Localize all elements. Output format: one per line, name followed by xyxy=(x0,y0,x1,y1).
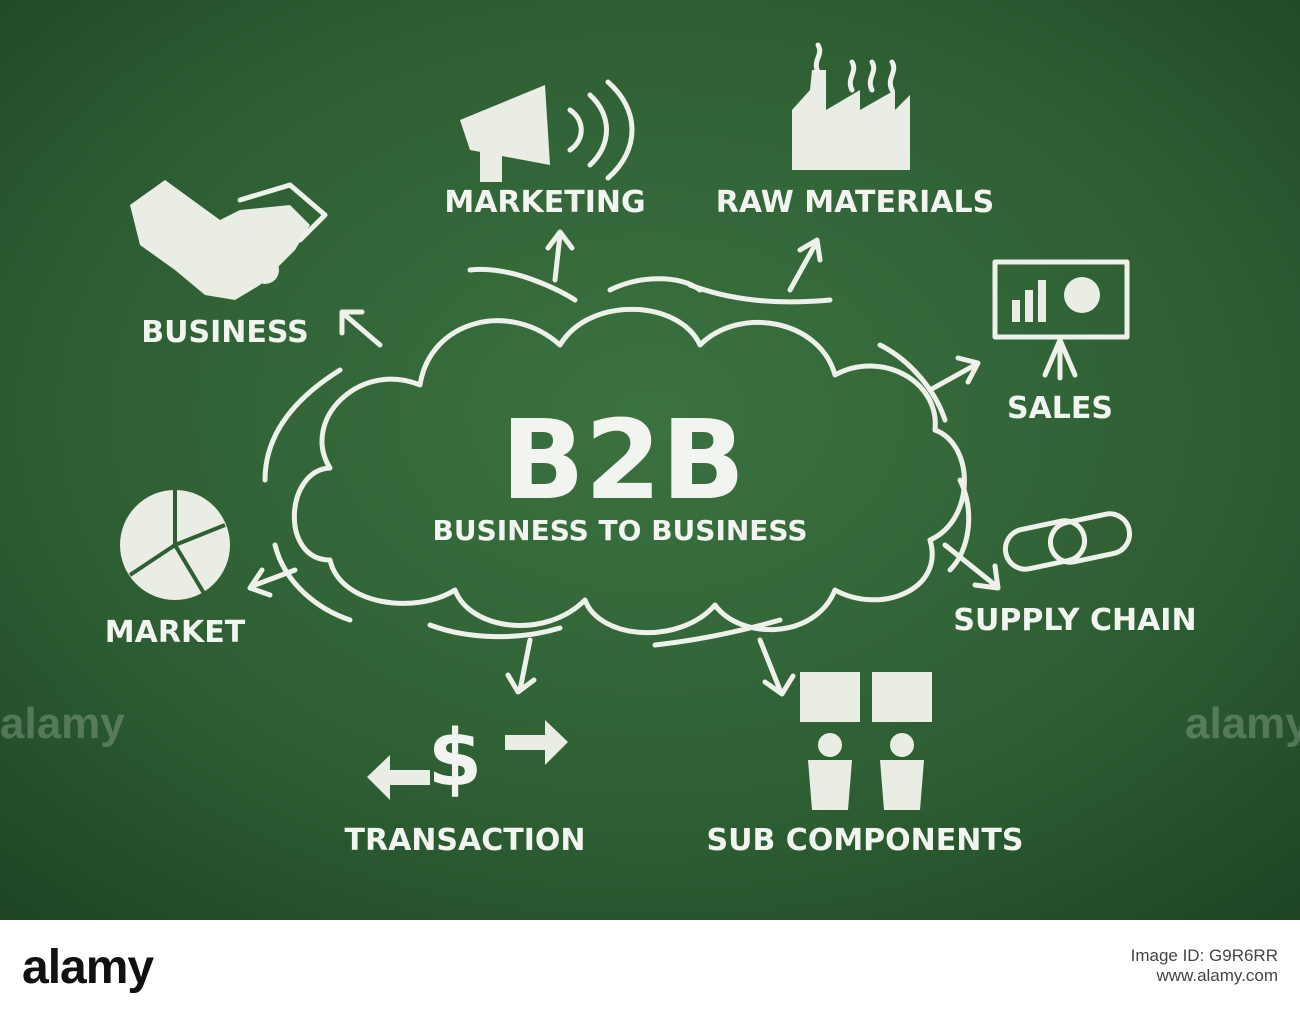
arrow-transaction xyxy=(505,637,537,695)
presentation-chart-icon xyxy=(992,259,1130,381)
footer-info: Image ID: G9R6RR www.alamy.com xyxy=(1131,946,1278,986)
label-raw-materials: RAW MATERIALS xyxy=(716,185,994,220)
label-business: BUSINESS xyxy=(141,315,308,350)
label-transaction: TRANSACTION xyxy=(345,823,586,858)
arrow-raw-materials xyxy=(787,237,823,293)
b2b-diagram: alamy alamy xyxy=(0,0,1300,920)
cloud-icon xyxy=(262,266,972,648)
center-title: B2B xyxy=(501,396,745,524)
watermark-right: alamy xyxy=(1185,699,1300,748)
image-id: Image ID: G9R6RR xyxy=(1130,946,1278,965)
pie-chart-icon xyxy=(120,490,230,600)
footer-logo: alamy xyxy=(22,941,154,994)
site-url[interactable]: www.alamy.com xyxy=(1156,966,1278,985)
board-background xyxy=(0,0,1300,920)
arrow-sub-components xyxy=(757,637,796,697)
label-market: MARKET xyxy=(105,615,246,650)
watermark-group: alamy alamy xyxy=(0,699,1300,748)
arrow-business xyxy=(339,309,383,348)
label-sales: SALES xyxy=(1007,391,1113,426)
arrow-supply-chain xyxy=(942,542,1001,591)
svg-text:$: $ xyxy=(428,714,482,804)
label-supply-chain: SUPPLY CHAIN xyxy=(953,603,1196,638)
puzzle-people-icon xyxy=(800,672,932,810)
dollar-arrows-icon: $ xyxy=(367,714,568,804)
center-subtitle: BUSINESS TO BUSINESS xyxy=(433,514,808,547)
arrow-market xyxy=(247,567,298,598)
footer-bar: alamy Image ID: G9R6RR www.alamy.com xyxy=(0,920,1300,1010)
watermark-left: alamy xyxy=(0,699,125,748)
chalkboard: alamy alamy xyxy=(0,0,1300,920)
factory-icon xyxy=(792,42,910,170)
arrow-sales xyxy=(927,355,981,393)
connector-arrows xyxy=(247,229,1001,697)
handshake-icon xyxy=(130,180,328,300)
arrow-marketing xyxy=(545,229,575,283)
chain-link-icon xyxy=(1002,511,1133,572)
label-sub-components: SUB COMPONENTS xyxy=(707,823,1024,858)
megaphone-icon xyxy=(460,79,635,182)
label-marketing: MARKETING xyxy=(444,185,645,220)
